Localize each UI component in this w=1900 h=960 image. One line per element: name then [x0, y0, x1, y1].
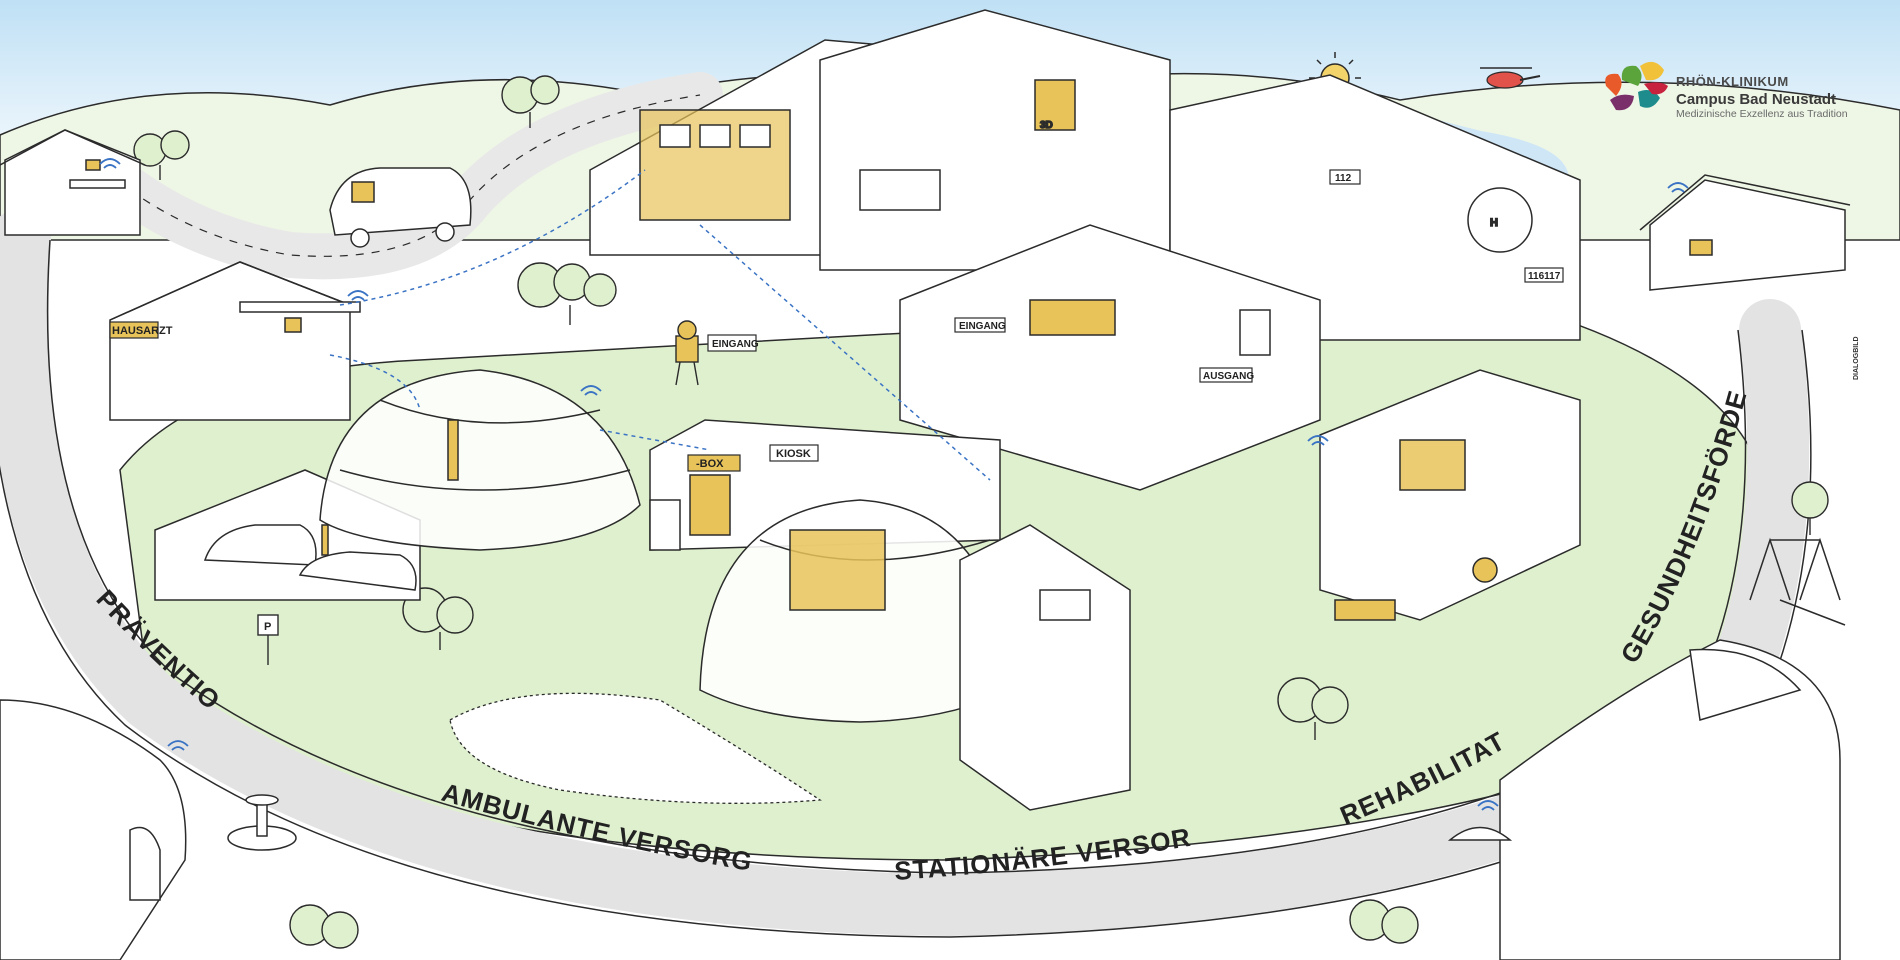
home-top-right [1639, 174, 1851, 291]
kiosk-sign: KIOSK [769, 444, 819, 462]
svg-text:EINGANG: EINGANG [959, 321, 1006, 332]
on-call-116117-sign: 116117 [1524, 267, 1564, 283]
trees [133, 75, 1829, 949]
hospital-labs: 3D [819, 9, 1171, 271]
prevention-dome [319, 369, 641, 551]
wifi-icons [99, 158, 1689, 811]
outpatient-center [899, 224, 1321, 491]
svg-text:112: 112 [1335, 173, 1352, 184]
home-top-left [0, 129, 146, 236]
tree-trunks [159, 112, 1811, 740]
exit-sign: AUSGANG [1199, 367, 1254, 383]
entrance-sign: EINGANG [954, 317, 1006, 333]
svg-text:H: H [1490, 217, 1498, 229]
fountain-icon [227, 794, 297, 851]
network-links [329, 169, 991, 481]
family-doctor-building [109, 261, 361, 421]
telemedicine-car [329, 167, 472, 248]
svg-text:EINGANG: EINGANG [712, 339, 759, 350]
logo-subtitle: Campus Bad Neustadt [1676, 91, 1836, 108]
logo-tagline: Medizinische Exzellenz aus Tradition [1676, 108, 1848, 120]
credit: DIALOGBILD [1853, 336, 1860, 380]
svg-text:HAUSARZT: HAUSARZT [112, 325, 173, 337]
emergency-112-sign: 112 [1329, 169, 1361, 185]
svg-text:KIOSK: KIOSK [776, 448, 811, 460]
rehabilitation-building [1319, 369, 1581, 621]
svg-text:116117: 116117 [1528, 271, 1561, 282]
svg-text:3D: 3D [1040, 120, 1053, 131]
logo-petal-red [1644, 82, 1668, 95]
rhoen-klinikum-logo: RHÖN-KLINIKUM Campus Bad Neustadt Medizi… [1605, 61, 1848, 120]
svg-text:-BOX: -BOX [696, 458, 724, 470]
reception-robot [675, 320, 699, 386]
hausarzt-sign: HAUSARZT [109, 321, 173, 339]
apartment-building [1447, 639, 1841, 960]
playground [1749, 537, 1846, 626]
svg-text:AUSGANG: AUSGANG [1203, 371, 1254, 382]
logo-petal-green [1621, 65, 1642, 86]
helicopter-icon [1480, 67, 1541, 89]
central-dome [699, 499, 1011, 723]
logo-petal-purple [1610, 94, 1634, 111]
robot-entrance-sign: EINGANG [707, 334, 759, 352]
box-sign: -BOX [687, 454, 741, 472]
parking-sign: P [257, 614, 279, 665]
logo-petal-orange [1605, 73, 1622, 96]
upper-road-centerline [129, 94, 701, 257]
logo-title: RHÖN-KLINIKUM [1676, 74, 1789, 89]
bottom-left-building [0, 699, 187, 960]
garden-patio [449, 692, 822, 804]
logo-petal-teal [1638, 90, 1660, 108]
clinic-annex [959, 524, 1131, 811]
svg-text:P: P [264, 621, 271, 633]
logo-petal-yellow [1640, 61, 1664, 81]
